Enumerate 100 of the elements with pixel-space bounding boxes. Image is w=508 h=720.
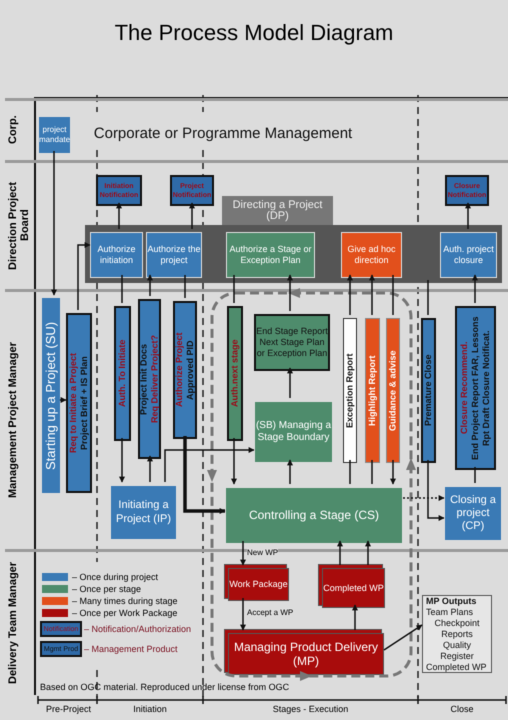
phase-label: Close — [449, 704, 474, 716]
arrow — [384, 624, 422, 651]
notification-box — [445, 175, 489, 206]
connector-line — [427, 280, 429, 315]
arrow — [365, 540, 371, 565]
list-item: Completed WP — [426, 662, 487, 672]
legend-text: – Once per Work Package — [72, 608, 178, 620]
notification-box — [96, 175, 142, 206]
node-text: (SB) Managing a Stage Boundary — [255, 420, 332, 444]
arrow — [465, 202, 471, 229]
product-box — [66, 313, 92, 493]
node-text: Approved PID — [185, 340, 196, 400]
node-text: Managing Product Delivery (MP) — [232, 640, 380, 668]
node-text: Highlight Report — [367, 355, 378, 426]
arrow — [337, 540, 343, 565]
node-text: Authorize initiation — [96, 244, 137, 266]
node-text: Authorize the project — [147, 244, 201, 266]
node-text: MP Outputs — [426, 596, 476, 606]
edge-label: Accept a WP — [247, 608, 294, 618]
node-text: Req to Initiate a Project — [68, 352, 79, 454]
output-list-box — [422, 595, 492, 673]
legend-text: – Notification/Authorization — [84, 624, 192, 636]
legend-text: – Many times during stage — [72, 596, 179, 608]
connector-line — [121, 275, 123, 303]
phase-label: Initiation — [132, 704, 168, 716]
node-text: End Project Report FAR, Lessons Rpt Draft Closure Notificat. — [470, 315, 492, 462]
connector-line — [349, 460, 351, 484]
product-box — [343, 318, 357, 463]
node-text: Starting up a Project (SU) — [43, 321, 59, 470]
arrow — [164, 447, 255, 482]
legend-text: – Management Product — [84, 644, 179, 656]
connector-line — [184, 275, 186, 298]
arrow — [240, 541, 246, 566]
arrow — [390, 460, 396, 485]
arrow — [352, 604, 358, 630]
lane-label: Management Project Manager — [7, 341, 20, 500]
product-box — [173, 301, 197, 439]
node-text: Project Brief + IS Plan — [79, 356, 90, 450]
node-text: Exception Report — [344, 353, 356, 428]
node-text: Guidance & advise — [388, 350, 398, 431]
node-text: project mandate — [38, 125, 70, 145]
arrow — [369, 274, 375, 315]
connector-line — [392, 275, 394, 315]
product-box — [227, 306, 243, 441]
node-text: Closure Recommend. — [459, 342, 470, 434]
process-box — [254, 401, 333, 463]
node-text: Premature Close — [423, 354, 434, 426]
product-box — [365, 318, 380, 463]
product-box — [114, 306, 131, 441]
legend-text: – Once during project — [72, 572, 160, 584]
node-text: Authorize a Stage or Exception Plan — [228, 244, 313, 266]
arrow — [189, 202, 195, 229]
arrow — [347, 274, 353, 315]
node-text: Give ad hoc direction — [346, 244, 397, 266]
node-text: Auth. To Initiate — [117, 340, 128, 408]
process-box — [146, 232, 202, 278]
phase-label: Stages - Execution — [272, 704, 350, 716]
arrow — [287, 367, 293, 398]
process-box — [440, 232, 497, 278]
node-text: Auth. project closure — [442, 244, 495, 266]
process-box — [90, 232, 143, 278]
arrow — [287, 274, 293, 311]
arrow — [287, 459, 293, 484]
arrow — [119, 438, 125, 483]
process-box — [110, 485, 177, 540]
title: The Process Model Diagram — [114, 20, 394, 46]
arrow — [77, 242, 91, 310]
arrow — [240, 598, 246, 631]
node-text: Auth.next stage — [230, 340, 240, 408]
arrow — [116, 202, 122, 229]
arrow — [183, 436, 226, 514]
footnote: Based on OGC material. Reproduced under license from OGC — [40, 682, 290, 693]
process-box — [225, 487, 403, 544]
product-box — [421, 318, 436, 463]
list-item: Team Plans — [426, 606, 474, 618]
node-text: Req Deliver Project? — [150, 334, 160, 424]
node-text: Completed WP — [323, 582, 384, 594]
product-box — [138, 299, 161, 459]
node-text: Controlling a Stage (CS) — [248, 508, 380, 523]
process-box — [226, 232, 315, 278]
process-box — [444, 486, 502, 541]
lane-label: Delivery Team Manager — [7, 560, 20, 686]
arrow — [147, 274, 153, 296]
phase-label: Pre-Project — [44, 704, 92, 716]
lane-label: Direction Project Board — [7, 180, 32, 272]
section-tab: Directing a Project (DP) — [222, 196, 333, 225]
arrow — [51, 151, 57, 296]
arrow — [472, 274, 478, 303]
edge-label: New WP — [247, 548, 278, 558]
node-text: Initiating a Project (IP) — [114, 499, 172, 526]
process-box — [38, 116, 71, 154]
arrow — [231, 438, 237, 485]
list-item: Checkpoint Reports — [433, 618, 481, 640]
arrow — [403, 495, 445, 501]
legend-text: – Once per stage — [72, 584, 142, 596]
node-text: End Stage Report Next Stage Plan or Exception Plan — [256, 326, 328, 359]
connector-line — [371, 460, 373, 484]
list-item: Quality Register — [439, 640, 475, 662]
node-text: Corporate or Programme Management — [94, 125, 352, 143]
process-box — [341, 232, 402, 278]
